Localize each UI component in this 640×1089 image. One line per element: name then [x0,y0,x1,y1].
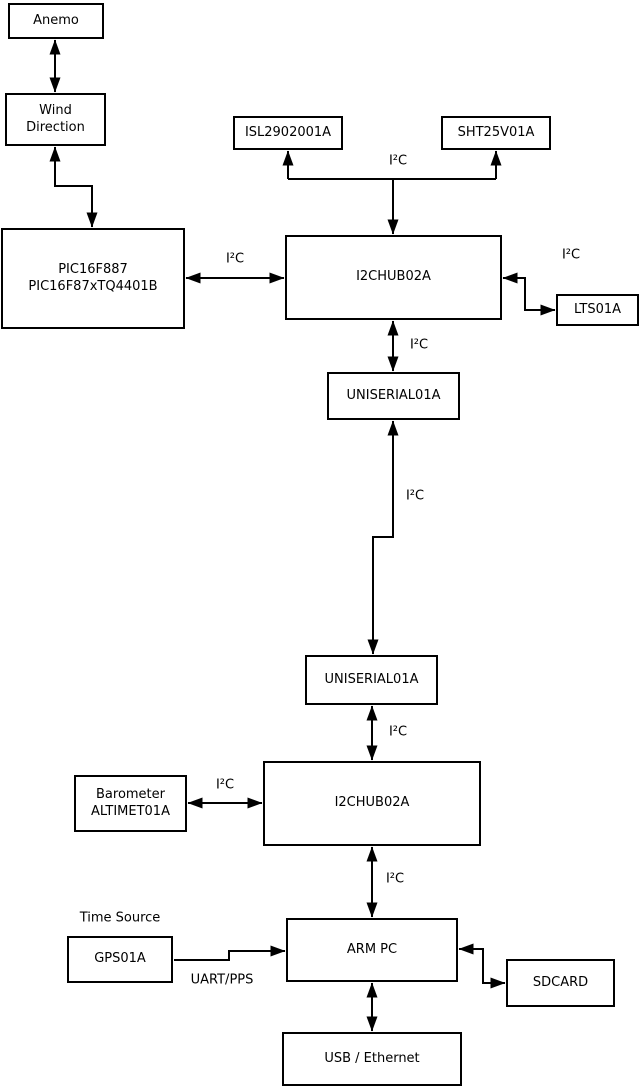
node-usb-ethernet-label: USB / Ethernet [324,1050,420,1066]
label-uart-pps: UART/PPS [189,972,255,988]
node-wind-direction: Wind Direction [5,93,106,146]
connector-armpc-sdcard [458,943,506,989]
node-arm-pc: ARM PC [286,918,458,982]
label-i2c-hub1-uniserial: I²C [408,337,430,353]
node-wind-direction-label-line1: Wind [39,103,72,119]
node-lts01a-label: LTS01A [573,301,622,317]
node-barometer-label-line2: ALTIMET01A [91,803,170,819]
node-anemometer: Anemo [8,3,104,39]
node-sdcard: SDCARD [506,959,615,1007]
label-i2c-hub2-armpc: I²C [384,871,406,887]
node-isl2902001a-label: ISL2902001A [244,124,332,140]
node-i2chub-upper-label: I2CHUB02A [356,269,431,285]
node-isl2902001a: ISL2902001A [233,116,343,150]
label-i2c-barometer-hub2: I²C [214,777,236,793]
node-barometer-label-line1: Barometer [96,787,165,803]
connector-hub1-lts [502,272,556,316]
label-i2c-branch: I²C [387,153,409,169]
node-gps01a: GPS01A [67,936,173,983]
node-uniserial-bottom-label: UNISERIAL01A [324,671,419,687]
node-lts01a: LTS01A [556,294,639,326]
node-uniserial-top: UNISERIAL01A [327,372,460,420]
label-time-source: Time Source [78,910,162,926]
connector-wind-pic [49,146,98,228]
node-uniserial-top-label: UNISERIAL01A [346,387,441,403]
node-i2chub-lower-label: I2CHUB02A [334,795,410,811]
node-i2chub-lower: I2CHUB02A [263,761,481,846]
node-barometer: Barometer ALTIMET01A [74,775,187,832]
node-pic-label-line1: PIC16F887 [58,262,128,278]
node-usb-ethernet: USB / Ethernet [282,1032,462,1086]
node-pic-microcontroller: PIC16F887 PIC16F87xTQ4401B [1,228,185,329]
node-uniserial-bottom: UNISERIAL01A [305,655,438,705]
node-pic-label-line2: PIC16F87xTQ4401B [28,278,158,294]
node-sht25v01a-label: SHT25V01A [457,124,535,140]
node-sdcard-label: SDCARD [532,974,589,990]
node-anemometer-label: Anemo [33,12,79,28]
node-gps01a-label: GPS01A [94,951,146,967]
connector-uniserial-uniserial [367,420,399,655]
label-i2c-hub1-lts: I²C [560,247,582,263]
label-i2c-uniserial-hub2: I²C [387,724,409,740]
label-i2c-pic-hub1: I²C [224,251,246,267]
label-i2c-uniserial-uniserial: I²C [404,488,426,504]
node-sht25v01a: SHT25V01A [441,116,551,150]
node-i2chub-upper: I2CHUB02A [285,235,502,320]
connector-gps-armpc [174,945,286,961]
node-wind-direction-label-line2: Direction [26,119,85,135]
node-arm-pc-label: ARM PC [346,941,398,957]
